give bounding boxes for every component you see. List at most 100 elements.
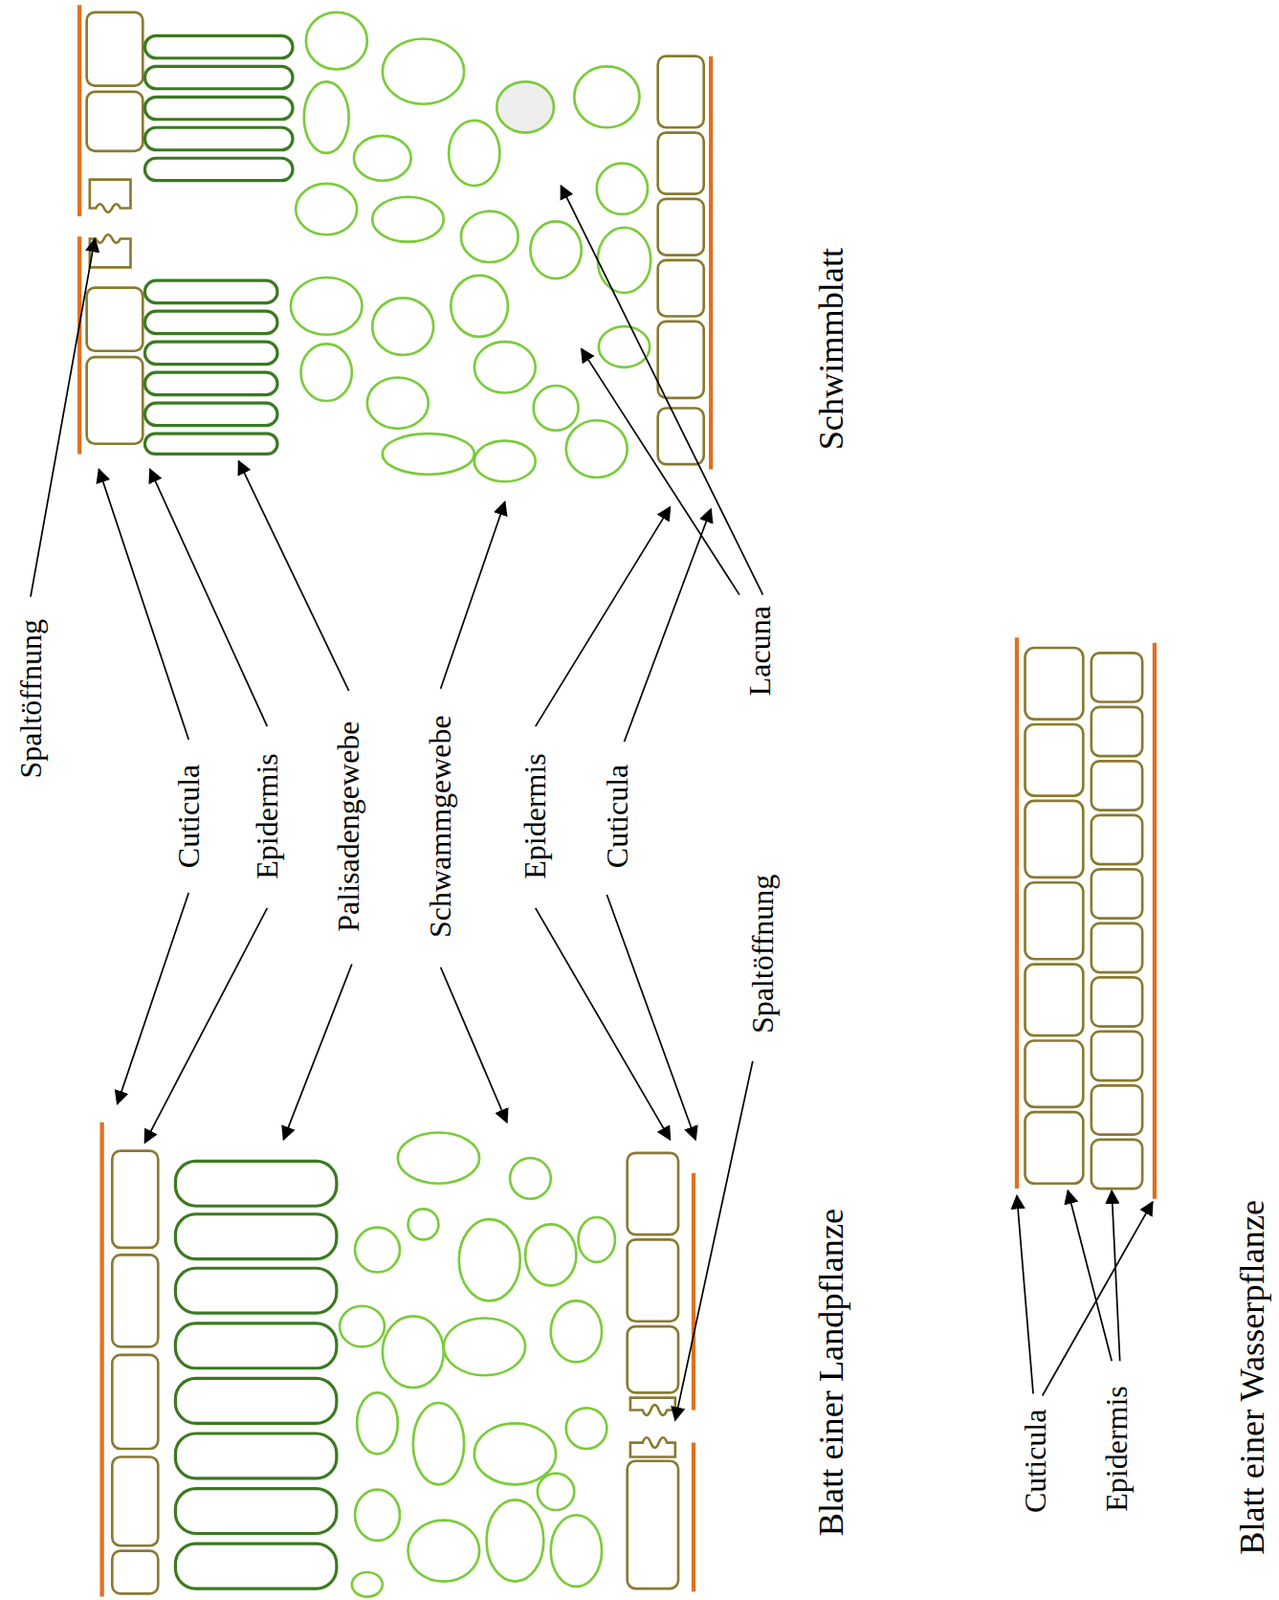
drawing-part [658,407,705,464]
drawing-part [675,1060,753,1420]
drawing-part [306,12,368,70]
drawing-part [691,1442,696,1592]
drawing-part [630,1436,676,1456]
drawing-part [353,135,412,181]
drawing-part [708,56,713,470]
drawing-part [367,376,429,428]
drawing-part [450,275,508,337]
drawing-part [304,81,350,154]
drawing-part [175,1433,336,1478]
drawing-part [1025,647,1084,720]
drawing-part [1111,1190,1121,1361]
drawing-part [382,1315,444,1388]
drawing-part [691,1172,696,1410]
drawing-part [1091,706,1143,756]
lacuna-label: Lacuna [744,605,775,696]
drawing-part [658,132,705,195]
drawing-part [578,1216,616,1262]
drawing-part [658,321,705,398]
figure-title: Schwimmblatt [814,247,849,450]
drawing-part [573,66,640,128]
spongy-label: Schwammgewebe [425,714,457,938]
drawing-part [144,907,267,1143]
drawing-part [144,310,278,333]
drawing-part [356,1391,398,1454]
figure-title: Blatt einer Landpflanze [814,1208,849,1536]
drawing-part [509,1157,552,1199]
drawing-part [1091,1084,1143,1134]
drawing-part [1025,1040,1084,1107]
drawing-part [1091,923,1143,972]
drawing-part [535,907,671,1140]
drawing-part [525,1223,576,1285]
drawing-part [1014,637,1019,1189]
epidermis-label: Epidermis [251,752,283,879]
drawing-part [560,185,763,596]
drawing-part [1025,800,1084,878]
cuticula-line [79,4,1155,1596]
drawing-part [77,4,82,217]
figure-title: Blatt einer Wasserpflanze [1234,1199,1270,1555]
drawing-part [529,220,581,279]
drawing-part [1025,882,1084,959]
drawing-part [87,356,144,444]
drawing-part [474,1422,556,1484]
cuticle-label: Cuticula [173,764,204,868]
drawing-part [496,81,554,133]
drawing-part [111,1354,158,1449]
drawing-part [413,1402,464,1484]
drawing-part [111,1550,158,1594]
drawing-part [407,1520,480,1582]
drawing-part [175,1323,336,1368]
drawing-part [551,1300,602,1362]
drawing-part [77,236,82,454]
drawing-part [144,35,293,58]
drawing-part [144,402,278,425]
drawing-part [89,179,132,213]
drawing-part [441,967,508,1123]
drawing-part [175,1488,336,1534]
palisade-cells [144,35,336,1588]
drawing-part [144,280,278,303]
drawing-part [443,1318,526,1376]
drawing-part [150,468,268,727]
drawing-part [537,1473,574,1510]
drawing-part [1091,815,1143,864]
drawing-part [598,326,650,368]
drawing-part [1067,1190,1112,1361]
drawing-part [1091,1031,1143,1081]
drawing-part [382,433,475,475]
drawing-part [1025,1111,1084,1184]
cuticle-label: Cuticula [1019,1409,1051,1513]
drawing-part [597,227,651,293]
drawing-part [658,56,705,129]
drawing-part [144,66,293,89]
drawing-part [397,1131,480,1183]
drawing-part [1042,1201,1153,1396]
drawing-part [290,277,363,335]
epidermis-label: Epidermis [1101,1385,1132,1511]
stoma-label: Spaltöffnung [748,874,779,1034]
drawing-part [627,1460,679,1588]
drawing-part [407,1208,439,1239]
drawing-part [448,120,500,186]
drawing-part [144,372,278,395]
drawing-part [658,198,705,256]
leader-lines [30,185,1153,1420]
drawing-part [627,1325,679,1392]
drawing-part [627,1152,679,1235]
drawing-part [486,1499,545,1581]
drawing-part [111,1254,158,1346]
drawing-part [474,441,536,483]
drawing-part [352,1571,383,1597]
drawing-part [117,892,190,1104]
epidermis-label: Epidermis [520,752,552,879]
drawing-part [144,96,293,119]
drawing-part [354,1489,400,1541]
stoma-label: Spaltöffnung [15,618,46,778]
drawing-part [175,1213,336,1259]
drawing-part [175,1377,336,1423]
drawing-part [566,419,628,478]
drawing-part [175,1543,336,1588]
